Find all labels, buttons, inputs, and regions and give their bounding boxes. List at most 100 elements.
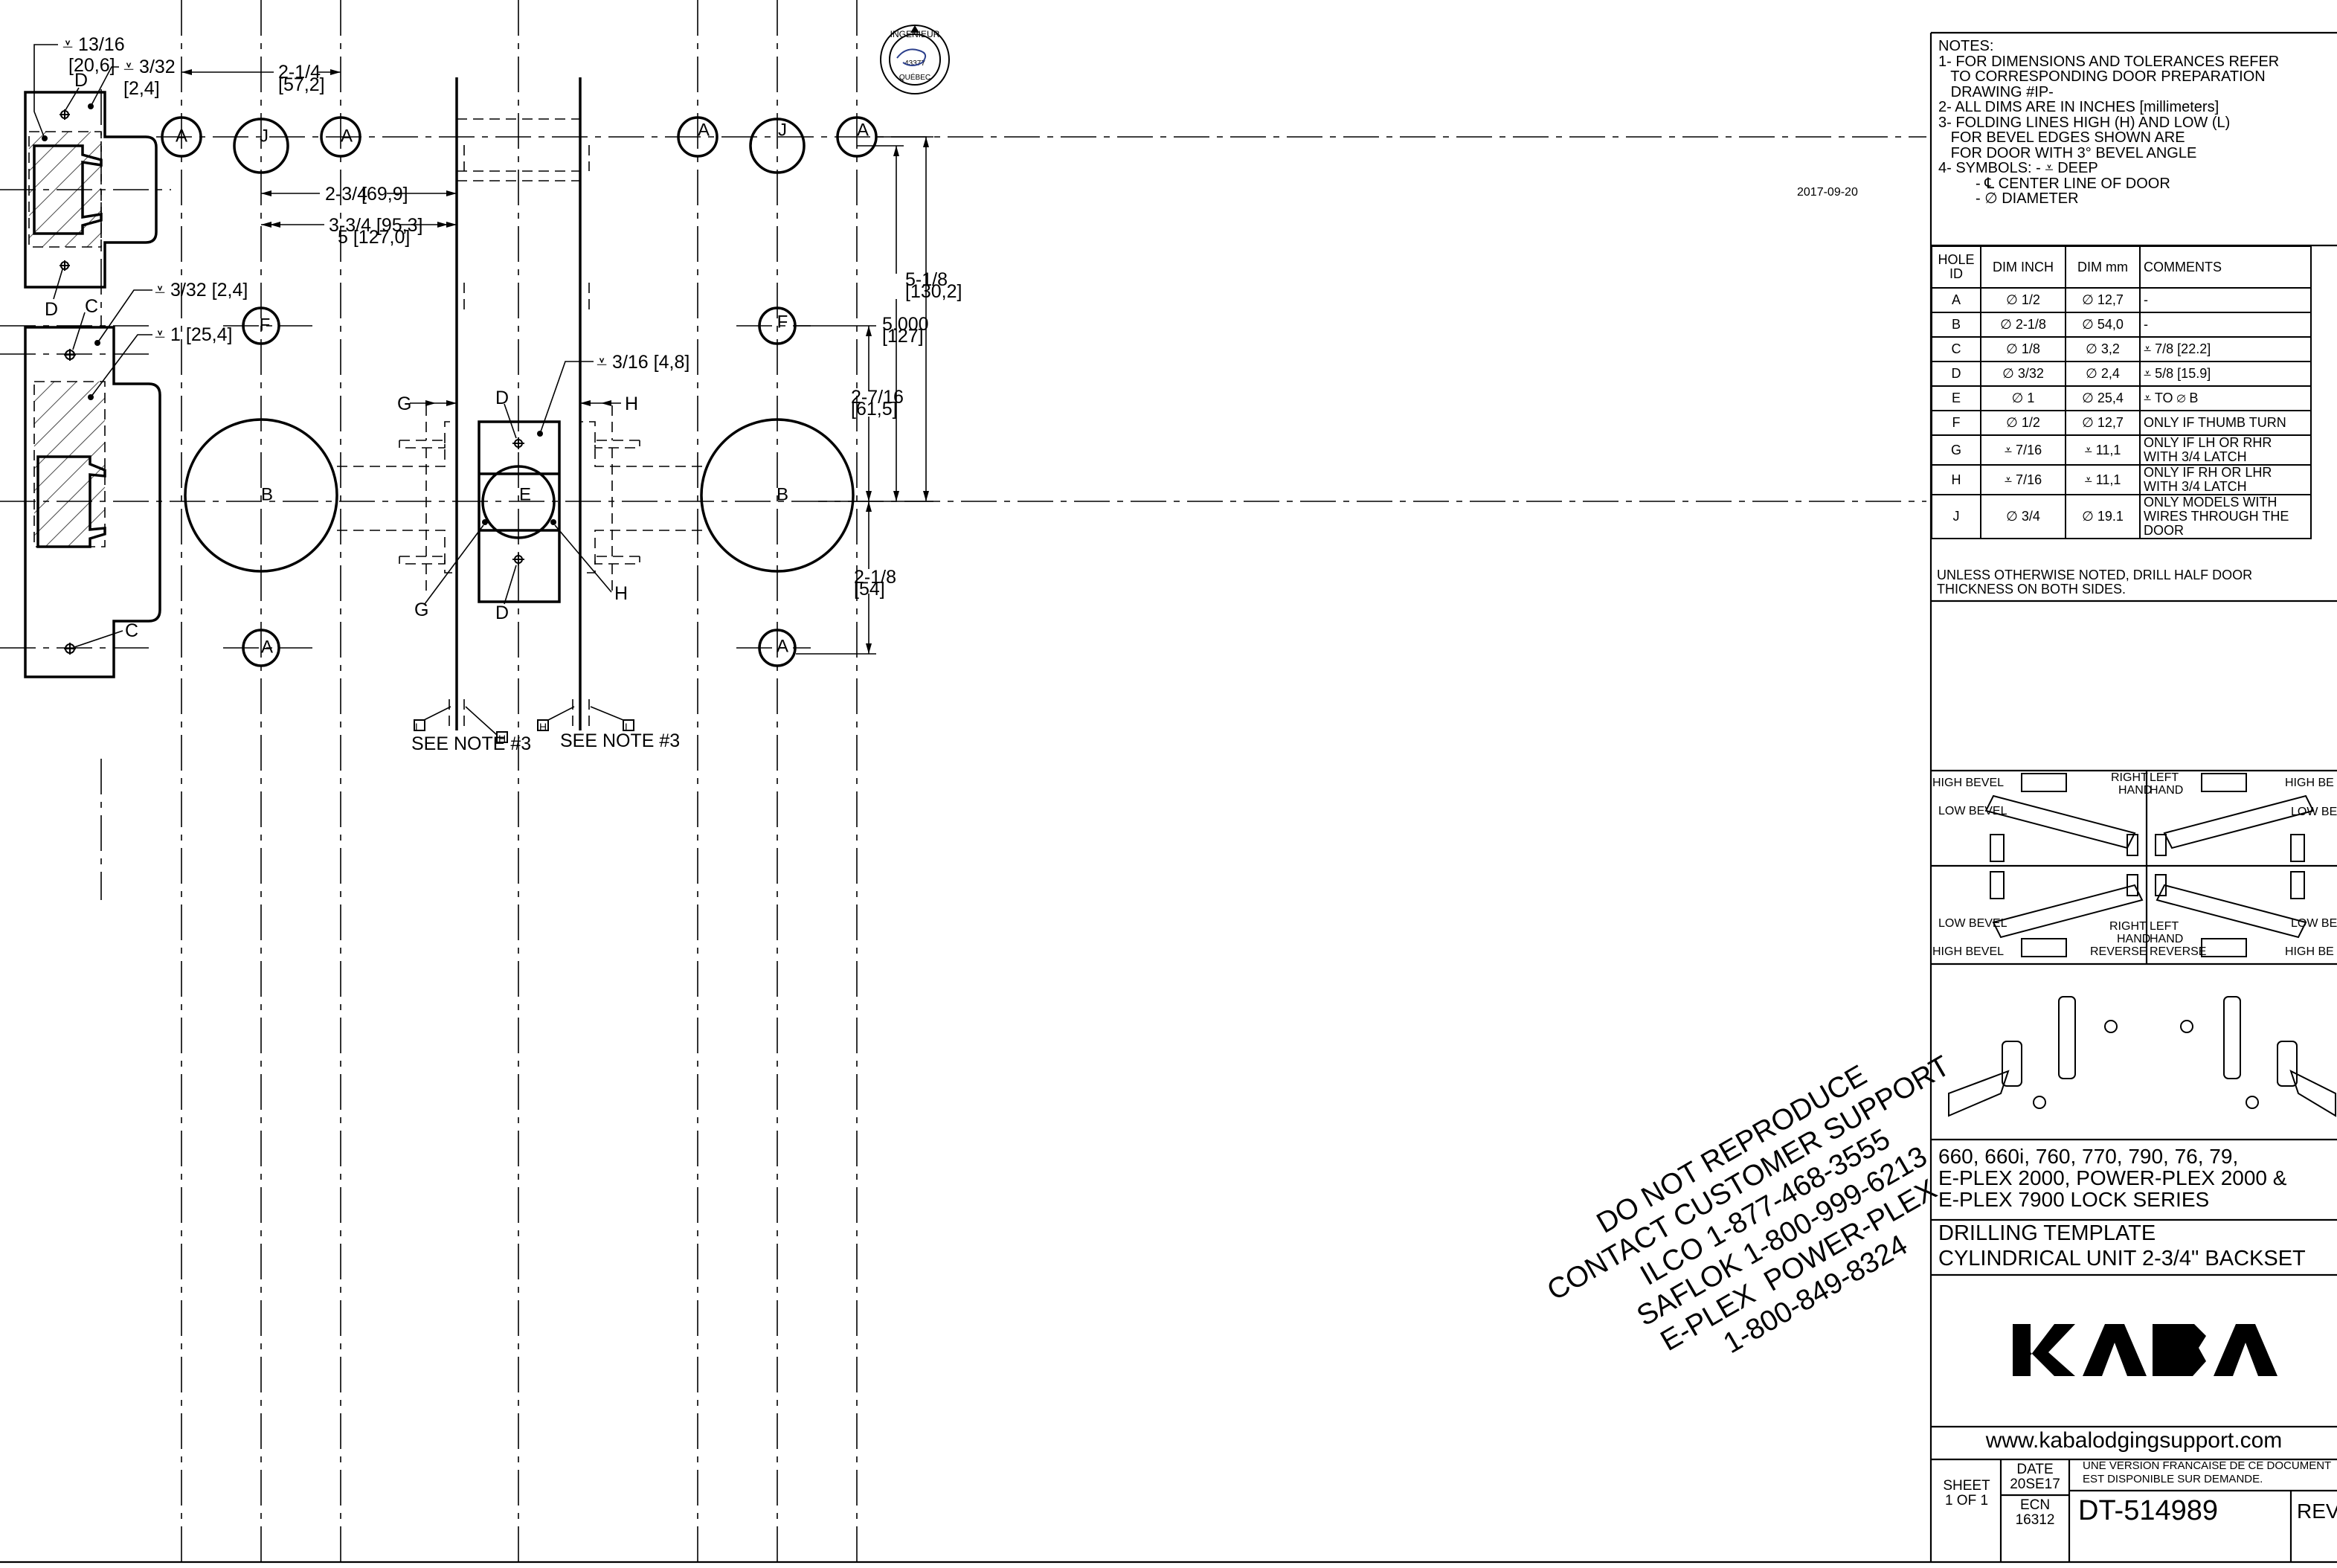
label-hand: HAND — [2150, 784, 2183, 797]
table-cell: E — [1931, 385, 1981, 411]
hole-a-top-right1 — [677, 116, 719, 158]
label-d-door-bottom: D — [495, 603, 509, 623]
table-row: E∅ 1∅ 25,4⩡ TO ∅ B — [1931, 385, 2312, 411]
ecn-label: ECN — [2019, 1497, 2051, 1513]
label-f: F — [260, 315, 271, 335]
hole-f-right — [758, 306, 797, 345]
dimension-lines — [181, 69, 933, 655]
label-dim-5-1-8: 5-1/8 — [905, 269, 948, 290]
notes-block: NOTES: 1- FOR DIMENSIONS AND TOLERANCES … — [1938, 38, 2280, 207]
engineer-stamp: INGENIEUR QUÉBEC 43377 — [880, 25, 950, 94]
label-l-left: L — [415, 721, 421, 733]
leaders-left — [33, 44, 152, 648]
label-dim-2-7-16-mm: [61,5] — [851, 399, 898, 420]
table-cell: ⩡ 7/16 — [1980, 464, 2066, 495]
label-depth-13-16: ⩡ 13/16 — [62, 34, 125, 55]
label-hand: HAND — [2118, 784, 2152, 797]
label-high-bevel-cut: HIGH BE — [2285, 777, 2334, 789]
label-depth-3-32-mm: [2,4] — [123, 78, 160, 99]
lock-product-images — [1948, 996, 2336, 1117]
sheet-value: 1 OF 1 — [1944, 1493, 1989, 1508]
table-cell: ⩡ TO ∅ B — [2139, 385, 2312, 411]
label-h-fold-right: H — [539, 721, 547, 733]
table-cell: - — [2139, 287, 2312, 313]
website-link[interactable]: www.kabalodgingsupport.com — [1985, 1428, 2283, 1453]
label-f: F — [777, 312, 788, 332]
table-cell: ∅ 2-1/8 — [1980, 312, 2066, 338]
bevel-diagrams — [1984, 773, 2315, 957]
table-row: A∅ 1/2∅ 12,7- — [1931, 287, 2312, 313]
label-right: RIGHT — [2111, 771, 2148, 784]
french-note: UNE VERSION FRANCAISE DE CE DOCUMENT EST… — [2083, 1459, 2332, 1485]
holes-right — [677, 116, 878, 667]
holes-left — [161, 116, 361, 667]
table-cell: J — [1931, 494, 1981, 539]
rev-label: REV — [2297, 1500, 2337, 1523]
ecn-value: 16312 — [2015, 1512, 2055, 1528]
table-row: C∅ 1/8∅ 3,2⩡ 7/8 [22.2] — [1931, 336, 2312, 362]
label-l-right: L — [625, 721, 631, 733]
hole-b-right — [700, 418, 855, 573]
table-row: D∅ 3/32∅ 2,4⩡ 5/8 [15.9] — [1931, 361, 2312, 387]
table-cell: D — [1931, 361, 1981, 387]
label-reverse: REVERSE — [2150, 945, 2206, 958]
table-cell: ∅ 3,2 — [2065, 336, 2141, 362]
label-depth-1: ⩡ 1 [25,4] — [155, 324, 232, 345]
label-hand: HAND — [2117, 933, 2150, 945]
label-a: A — [857, 120, 869, 140]
label-dim-3-3-4: 3-3/4 [95,3] — [329, 215, 422, 236]
hole-e — [481, 465, 556, 539]
table-cell: B — [1931, 312, 1981, 338]
table-cell: ∅ 12,7 — [2065, 287, 2141, 313]
label-right: RIGHT — [2109, 920, 2147, 933]
stamp-date: 2017-09-20 — [1797, 186, 1858, 199]
drawing-labels: ⩡ 13/16 [20,6] ⩡ 3/32 [2,4] D D ⩡ 3/32 [… — [45, 34, 2337, 958]
label-h-fold-left: H — [498, 733, 506, 745]
label-j: J — [260, 126, 269, 146]
label-high-bevel-cut: HIGH BE — [2285, 945, 2334, 958]
table-cell: ∅ 1/2 — [1980, 287, 2066, 313]
table-cell: ∅ 1/2 — [1980, 410, 2066, 436]
svg-text:QUÉBEC: QUÉBEC — [899, 72, 930, 82]
hole-a-top-mid — [320, 116, 361, 158]
table-header-cell: DIM INCH — [1980, 245, 2066, 289]
table-cell: ∅ 54,0 — [2065, 312, 2141, 338]
label-depth-3-32: ⩡ 3/32 — [123, 57, 176, 77]
kaba-logo: REV — [2013, 1324, 2277, 1376]
sheet-label: SHEET — [1943, 1478, 1990, 1494]
label-a: A — [341, 126, 353, 146]
table-cell: H — [1931, 464, 1981, 495]
hole-a-bottom-left — [242, 629, 280, 667]
label-b: B — [777, 484, 788, 504]
date-label: DATE — [2016, 1462, 2054, 1477]
table-cell: ∅ 19.1 — [2065, 494, 2141, 539]
table-cell: ∅ 2,4 — [2065, 361, 2141, 387]
table-cell: ONLY IF LH OR RHR WITH 3/4 LATCH — [2139, 434, 2312, 466]
label-d-top1: D — [74, 70, 88, 91]
label-c-bottom: C — [125, 620, 138, 641]
model-list: 660, 660i, 760, 770, 790, 76, 79, E-PLEX… — [1938, 1145, 2287, 1211]
table-header-cell: COMMENTS — [2139, 245, 2312, 289]
table-footer-note: UNLESS OTHERWISE NOTED, DRILL HALF DOOR … — [1937, 568, 2253, 597]
label-high-bevel-1: HIGH BEVEL — [1932, 777, 2004, 789]
table-cell: ∅ 3/4 — [1980, 494, 2066, 539]
table-cell: ⩡ 11,1 — [2065, 464, 2141, 495]
label-d-top2: D — [45, 299, 58, 320]
label-h-bottom: H — [614, 583, 628, 604]
label-dim-2-1-4-mm: [57,2] — [278, 74, 325, 95]
table-cell: C — [1931, 336, 1981, 362]
table-cell: ⩡ 11,1 — [2065, 434, 2141, 466]
label-dim-2-7-16: 2-7/16 — [851, 387, 904, 408]
svg-text:43377: 43377 — [904, 60, 925, 68]
hole-a-top-left — [161, 116, 202, 158]
label-low-bevel-cut: LOW BE — [2291, 917, 2337, 930]
label-dim-5: 5 [127,0] — [338, 227, 410, 248]
label-low-bevel-cut: LOW BE — [2291, 806, 2337, 818]
label-a: A — [777, 636, 788, 656]
hole-f-left — [242, 306, 280, 345]
table-header-cell: DIM mm — [2065, 245, 2141, 289]
label-low-bevel-2: LOW BEVEL — [1938, 917, 2007, 930]
